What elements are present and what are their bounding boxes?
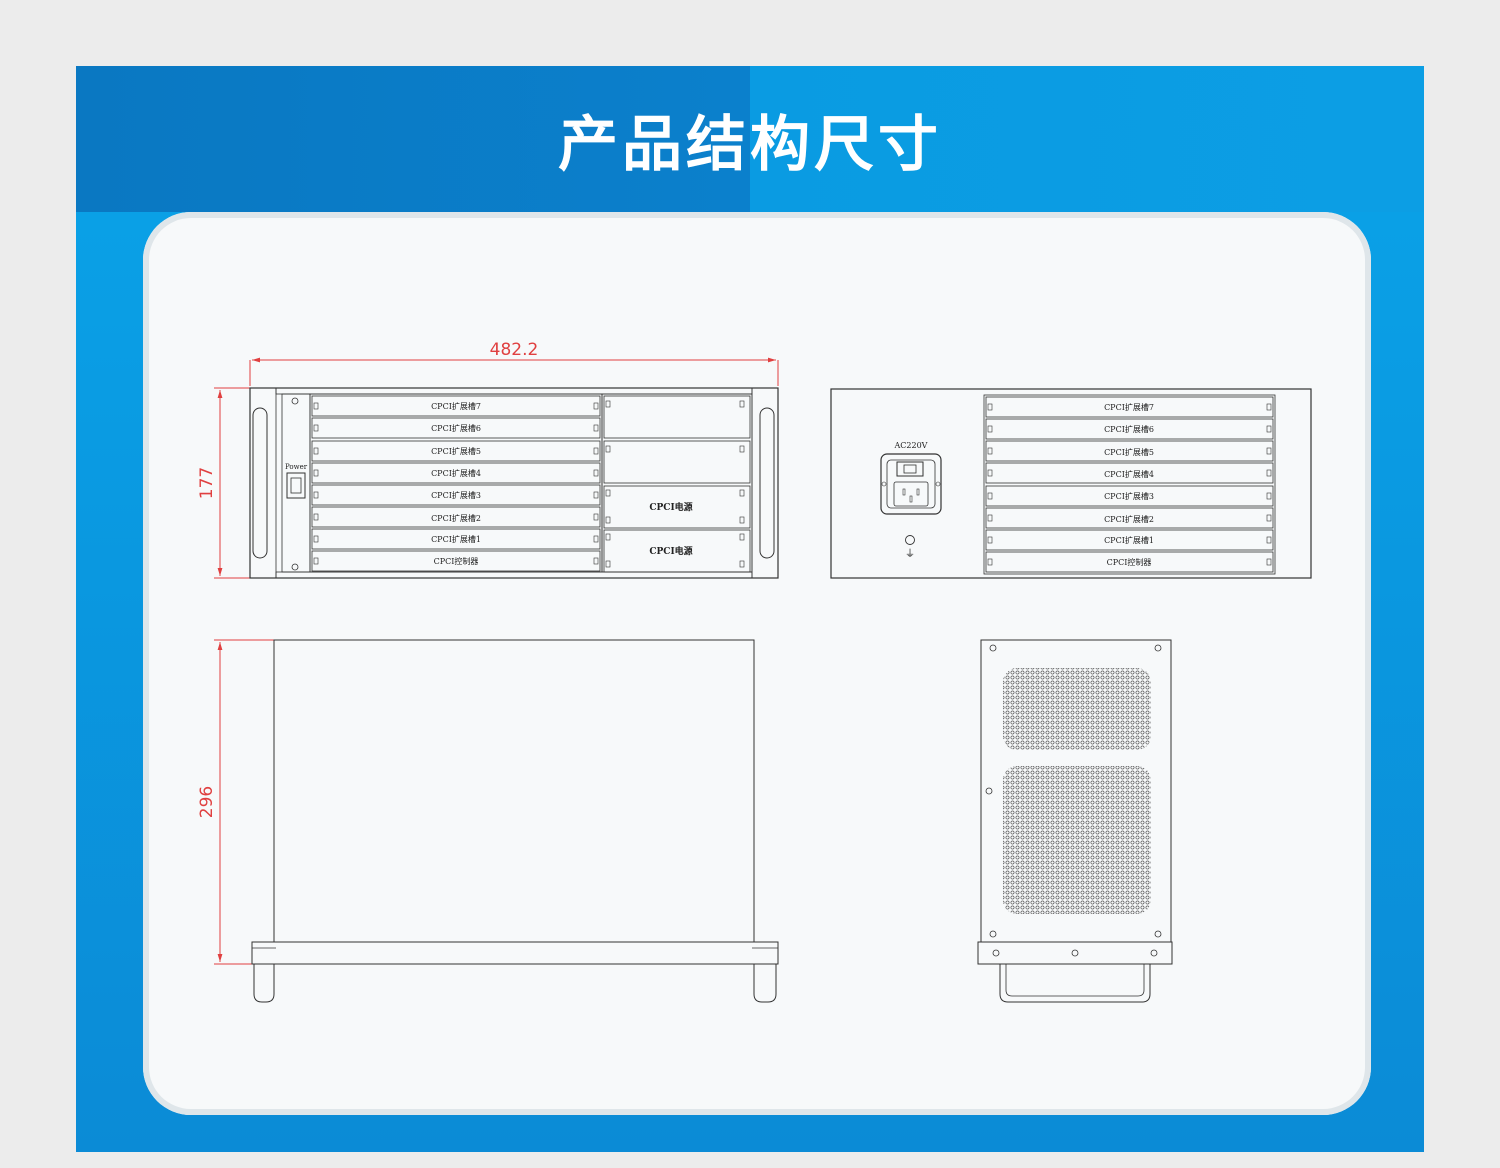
rear-view: AC220V ⏚ CPCI扩展槽7 CPCI扩展槽6 (830, 388, 1312, 579)
rear-slot: CPCI扩展槽4 (985, 462, 1274, 484)
height-dimension-label: 177 (197, 467, 217, 499)
front-slot-label: CPCI扩展槽1 (431, 534, 481, 544)
front-view: 482.2 177 Power CPCI (197, 340, 779, 579)
depth-dimension: 296 (197, 639, 274, 965)
width-dimension: 482.2 (249, 340, 779, 386)
rear-slot-label: CPCI扩展槽7 (1104, 402, 1154, 412)
front-slot: CPCI扩展槽1 (311, 528, 601, 550)
side-handle (253, 964, 275, 1003)
power-label: Power (285, 463, 308, 471)
front-slot: CPCI扩展槽7 (311, 395, 601, 417)
vent-grille (1003, 668, 1151, 750)
rear-slot: CPCI扩展槽6 (985, 418, 1274, 440)
rear-slot-label: CPCI扩展槽6 (1104, 424, 1154, 434)
power-module-label: CPCI电源 (649, 545, 692, 557)
width-dimension-label: 482.2 (490, 340, 539, 360)
rear-slot-label: CPCI扩展槽4 (1104, 469, 1154, 479)
rear-slot: CPCI扩展槽3 (985, 485, 1274, 507)
side-view: 296 (197, 639, 779, 1003)
front-slot-label: CPCI扩展槽2 (431, 513, 481, 523)
power-switch (286, 472, 306, 499)
rear-slot-label: CPCI扩展槽1 (1104, 535, 1154, 545)
blank-bay (603, 395, 751, 439)
power-module: CPCI电源 (603, 529, 751, 573)
front-slot: CPCI扩展槽2 (311, 506, 601, 528)
vent-grille (1003, 766, 1151, 914)
rear-slot-label: CPCI扩展槽5 (1104, 447, 1154, 457)
blank-bay (603, 440, 751, 484)
left-handle (252, 407, 268, 559)
depth-dimension-label: 296 (197, 786, 217, 818)
right-handle (759, 407, 775, 559)
rear-slot: CPCI扩展槽5 (985, 440, 1274, 462)
height-dimension: 177 (197, 387, 250, 579)
front-slot: CPCI扩展槽4 (311, 462, 601, 484)
ground-terminal (905, 535, 915, 545)
front-slot: CPCI控制器 (311, 550, 601, 572)
ground-icon: ⏚ (905, 548, 915, 560)
front-slot-label: CPCI扩展槽3 (431, 490, 481, 500)
front-slot-label: CPCI扩展槽6 (431, 423, 481, 433)
front-slot: CPCI扩展槽6 (311, 417, 601, 439)
front-slot: CPCI扩展槽5 (311, 440, 601, 462)
power-module-label: CPCI电源 (649, 501, 692, 513)
rear-slot: CPCI扩展槽7 (985, 396, 1274, 418)
rear-slot-label: CPCI控制器 (1107, 557, 1152, 567)
front-slot-label: CPCI扩展槽5 (431, 446, 481, 456)
front-slot-label: CPCI扩展槽7 (431, 401, 481, 411)
page-title: 产品结构尺寸 (558, 110, 942, 180)
side-handle (753, 964, 777, 1003)
rear-slot: CPCI控制器 (985, 551, 1274, 573)
front-slot: CPCI扩展槽3 (311, 484, 601, 506)
rear-slot-label: CPCI扩展槽2 (1104, 514, 1154, 524)
rear-slot-label: CPCI扩展槽3 (1104, 491, 1154, 501)
ac-power-socket (880, 453, 942, 515)
power-module: CPCI电源 (603, 485, 751, 529)
top-view (977, 639, 1173, 1003)
rear-slot: CPCI扩展槽1 (985, 529, 1274, 551)
front-slot-label: CPCI控制器 (434, 556, 479, 566)
top-handle (999, 964, 1151, 1003)
rear-slot: CPCI扩展槽2 (985, 507, 1274, 529)
front-slot-label: CPCI扩展槽4 (431, 468, 481, 478)
ac-input-label: AC220V (894, 441, 928, 450)
